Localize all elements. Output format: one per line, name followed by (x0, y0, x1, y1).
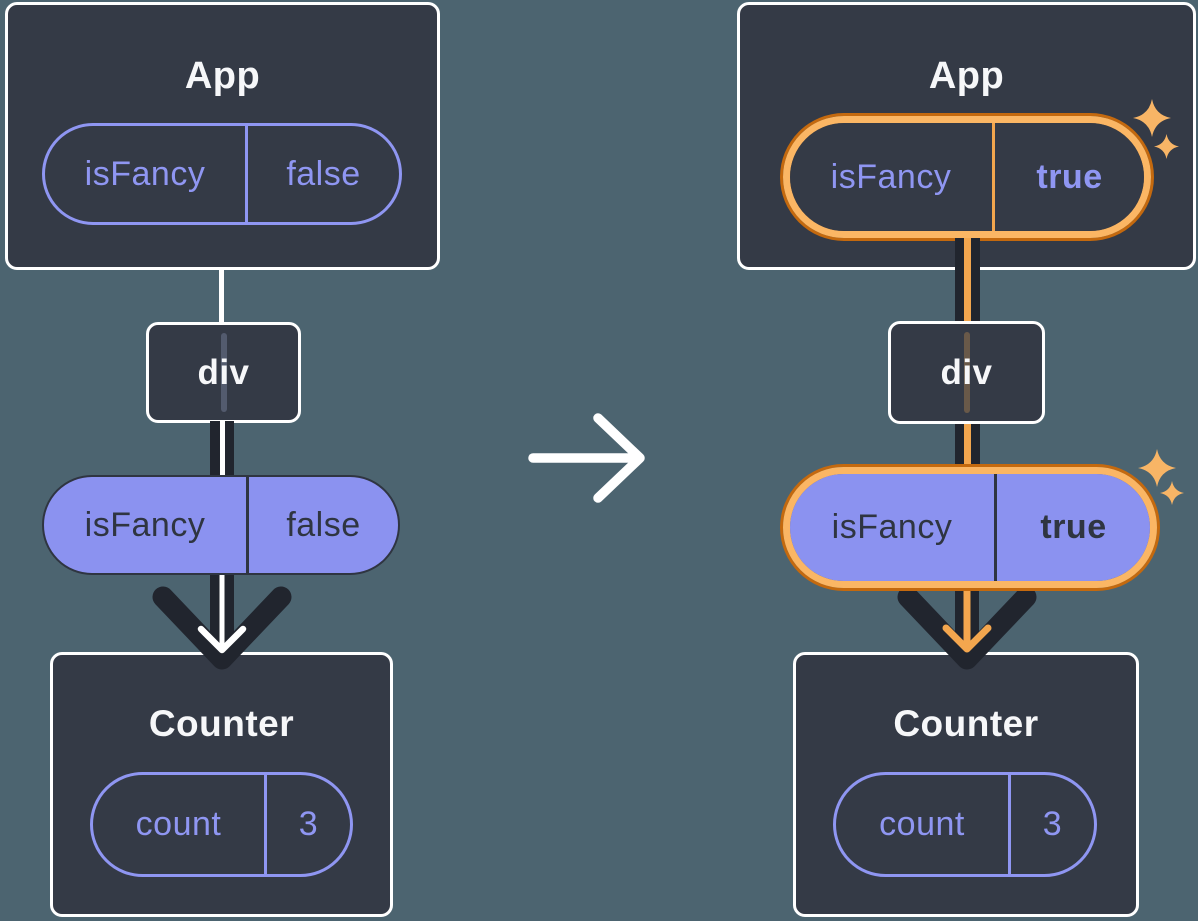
app-card: App isFancy false (5, 2, 440, 270)
flow-arrow-down-icon (152, 573, 292, 670)
arrow-head (152, 586, 292, 670)
state-pill-key: isFancy (45, 126, 245, 222)
pass-through-line (963, 332, 970, 413)
state-value-text: 3 (298, 805, 319, 843)
state-key-text: isFancy (830, 157, 952, 196)
div-card-label: div (940, 352, 993, 392)
counter-card-title: Counter (148, 703, 295, 744)
sparkle-icon (1160, 481, 1184, 505)
prop-key-text: isFancy (84, 505, 206, 544)
div-card: div (888, 321, 1045, 424)
sparkle-icon (1154, 134, 1179, 159)
counter-state-pill: count 3 (90, 772, 353, 877)
prop-pill-highlighted: isFancy true (783, 467, 1157, 588)
prop-pill-value: true (997, 474, 1150, 581)
pass-through-line (220, 333, 227, 412)
state-pill-key: count (93, 775, 264, 874)
app-state-pill: isFancy false (42, 123, 402, 225)
app-card-title: App (928, 55, 1005, 97)
arrow-core-head (197, 625, 247, 654)
flow-arrow-down-icon (897, 583, 1037, 670)
connector-app-to-div (219, 270, 224, 323)
div-card-label: div (197, 352, 250, 392)
state-pill-key: count (836, 775, 1008, 874)
transition-arrow-right-icon (528, 413, 645, 503)
pill-divider (1008, 775, 1011, 874)
state-pill-key: isFancy (790, 123, 992, 231)
pill-divider (245, 126, 248, 222)
prop-pill-key: isFancy (44, 477, 246, 573)
prop-value-text: true (1040, 508, 1107, 546)
state-key-text: count (135, 805, 222, 843)
pill-divider (246, 477, 249, 573)
arrow-core-head (942, 624, 992, 653)
div-card: div (146, 322, 301, 423)
state-value-text: false (286, 154, 361, 193)
arrow-head (593, 413, 645, 503)
prop-pill-value: false (249, 477, 398, 573)
pill-divider (264, 775, 267, 874)
prop-pill: isFancy true (790, 474, 1150, 581)
state-pill-value: false (248, 126, 399, 222)
state-key-text: count (879, 805, 965, 843)
arrow-head (897, 586, 1037, 670)
counter-card: Counter count 3 (793, 652, 1139, 917)
prop-pill-key: isFancy (790, 474, 994, 581)
app-state-pill: isFancy true (790, 123, 1144, 231)
counter-state-pill: count 3 (833, 772, 1097, 877)
state-key-text: isFancy (84, 154, 206, 193)
pill-divider (994, 474, 997, 581)
connector-core-line (220, 421, 225, 477)
state-pill-value: 3 (1011, 775, 1094, 874)
counter-card-title: Counter (893, 703, 1039, 744)
connector-core-line (964, 238, 971, 322)
state-value-text: 3 (1042, 805, 1063, 843)
state-pill-value: true (995, 123, 1144, 231)
prop-value-text: false (286, 505, 361, 544)
prop-key-text: isFancy (831, 508, 953, 546)
counter-card: Counter count 3 (50, 652, 393, 917)
app-state-pill-highlighted: isFancy true (783, 116, 1151, 238)
app-card: App isFancy true (737, 2, 1196, 270)
state-pill-value: 3 (267, 775, 350, 874)
sparkle-icon (1133, 99, 1171, 137)
state-value-text: true (1036, 157, 1103, 196)
prop-pill: isFancy false (42, 475, 400, 575)
connector-core-line (964, 424, 971, 468)
pill-divider (992, 123, 995, 231)
app-card-title: App (184, 55, 261, 97)
sparkle-icon (1138, 449, 1176, 487)
